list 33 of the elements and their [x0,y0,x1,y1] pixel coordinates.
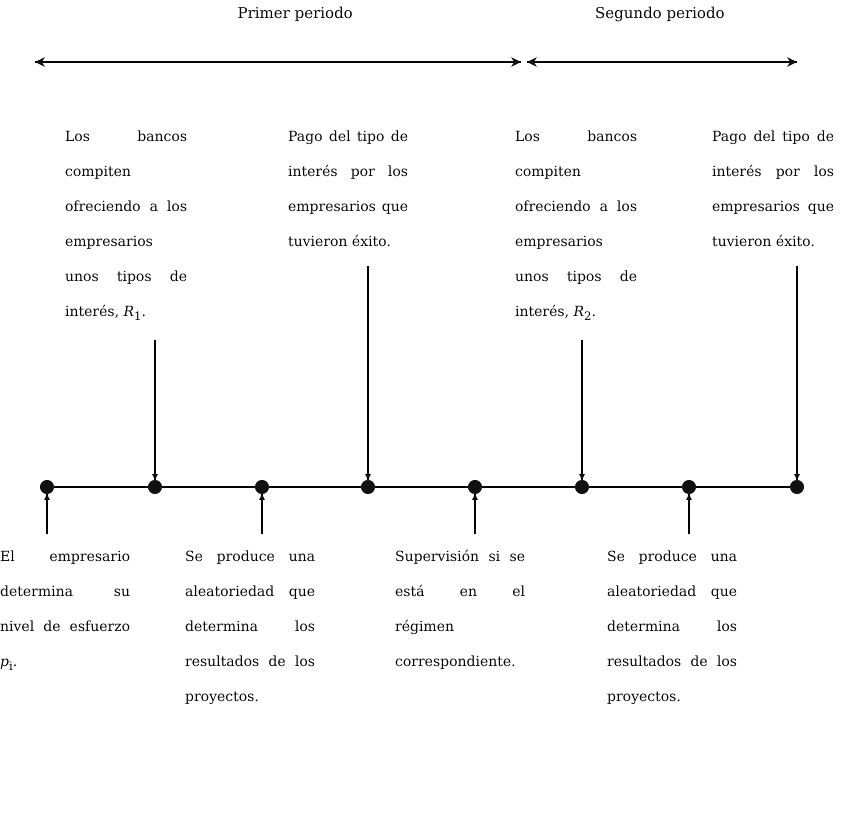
timeline-segment [54,486,148,488]
timeline-dot [361,480,375,494]
arrow [44,494,50,534]
timeline-dot [148,480,162,494]
event-description: Pago del tipo de interés por los empresarios que tuvieron éxito. [712,120,834,260]
event-description: Los bancos compiten ofreciendo a los empresarios unos tipos de interés, R$_{2}$. [515,120,637,334]
timeline-segment [162,486,255,488]
timeline-dot [40,480,54,494]
event-description: Se produce una aleatoriedad que determina los resultados de los proyectos. [607,540,737,715]
arrow [472,494,478,534]
event-description: Supervisión si se está en el régimen correspondiente. [395,540,525,680]
arrow [365,266,371,480]
event-description: Pago del tipo de interés por los empresarios que tuvieron éxito. [288,120,408,260]
arrow [579,340,585,480]
arrow [152,340,158,480]
timeline-segment [696,486,790,488]
timeline-dot [255,480,269,494]
arrow [686,494,692,534]
timeline-dot [790,480,804,494]
timeline-dot [468,480,482,494]
timeline-segment [269,486,361,488]
timeline-dot [682,480,696,494]
timeline-segment [375,486,468,488]
event-description: Los bancos compiten ofreciendo a los empresarios unos tipos de interés, R$_{1}$. [65,120,187,334]
period-label: Segundo periodo [595,4,725,22]
event-description: Se produce una aleatoriedad que determina los resultados de los proyectos. [185,540,315,715]
timeline-segment [482,486,575,488]
period-label: Primer periodo [238,4,353,22]
timeline-segment [589,486,682,488]
arrow [259,494,265,534]
timeline-dot [575,480,589,494]
event-description: El empresario determina su nivel de esfuerzo p$_{i}$. [0,540,130,684]
arrow [794,266,800,480]
